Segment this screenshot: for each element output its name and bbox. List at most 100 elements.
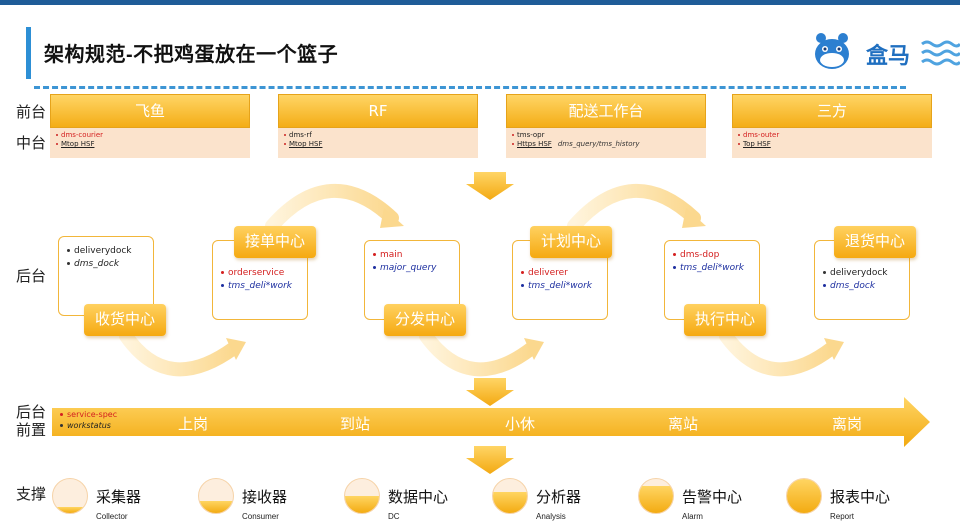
level-fill [199, 501, 233, 513]
level-fill [493, 491, 527, 513]
support-label: 接收器 [242, 489, 288, 506]
center-label: 接单中心 [234, 226, 316, 258]
row-label-front: 前台 [16, 104, 47, 121]
support-label: 告警中心 [682, 489, 743, 506]
service-name: service-spec [67, 410, 118, 419]
center-label: 分发中心 [384, 304, 466, 336]
service-line: major_query [373, 262, 451, 275]
middle-service-line: Https HSF dms_query/tms_history [512, 140, 700, 149]
pre-lane-services: service-spec workstatus [60, 409, 117, 431]
level-circle-icon [786, 478, 822, 514]
middle-service-line: Mtop HSF [284, 140, 472, 149]
support-label-en: DC [388, 512, 400, 521]
support-label: 分析器 [536, 489, 582, 506]
row-label-middle: 中台 [16, 135, 47, 152]
lane-stage: 小休 [505, 415, 536, 433]
middle-service-line: dms-courier [56, 131, 244, 140]
level-fill [345, 496, 379, 513]
front-system-box: 三方 [732, 94, 932, 128]
service-line: tms_deli*work [521, 280, 599, 293]
service-name: major_query [380, 263, 437, 273]
bullet-icon [284, 134, 286, 136]
support-label-en: Alarm [682, 512, 703, 521]
front-system-box: RF [278, 94, 478, 128]
row-label-pre: 后台 前置 [16, 404, 47, 439]
service-line: orderservice [221, 267, 299, 280]
bullet-icon [67, 262, 70, 265]
service-line: deliverydock [67, 245, 145, 258]
bullet-icon [738, 143, 740, 145]
bullet-icon [221, 284, 224, 287]
service-name: Https HSF [517, 140, 552, 148]
down-arrow-icon [466, 172, 514, 200]
service-name: main [380, 250, 403, 260]
service-name: Mtop HSF [289, 140, 323, 148]
support-item: 接收器 Consumer [198, 478, 338, 524]
title-divider [34, 86, 906, 89]
center-label: 收货中心 [84, 304, 166, 336]
front-system-box: 飞鱼 [50, 94, 250, 128]
service-name: tms_deli*work [228, 281, 293, 291]
support-label-en: Consumer [242, 512, 279, 521]
lane-stage: 到站 [340, 415, 371, 433]
service-name: workstatus [67, 421, 111, 430]
down-arrow-icon [466, 378, 514, 406]
bullet-icon [738, 134, 740, 136]
bullet-icon [67, 249, 70, 252]
row-label-support: 支撑 [16, 486, 47, 503]
service-name: tms_deli*work [528, 281, 593, 291]
support-item: 告警中心 Alarm [638, 478, 778, 524]
bullet-icon [823, 271, 826, 274]
center-label: 执行中心 [684, 304, 766, 336]
title-accent-bar [26, 27, 31, 79]
bullet-icon [60, 413, 63, 416]
support-item: 数据中心 DC [344, 478, 484, 524]
level-circle-icon [344, 478, 380, 514]
middle-service-line: Mtop HSF [56, 140, 244, 149]
service-name: Top HSF [743, 140, 771, 148]
center-label: 计划中心 [530, 226, 612, 258]
middle-service-line: dms-rf [284, 131, 472, 140]
level-circle-icon [638, 478, 674, 514]
service-name: dms_dock [830, 281, 876, 291]
support-label-en: Collector [96, 512, 128, 521]
bullet-icon [221, 271, 224, 274]
level-fill [639, 485, 673, 513]
service-line: main [373, 249, 451, 262]
support-item: 分析器 Analysis [492, 478, 632, 524]
bullet-icon [521, 284, 524, 287]
service-name: Mtop HSF [61, 140, 95, 148]
service-line: dms-dop [673, 249, 751, 262]
logo-text: 盒马 [866, 43, 911, 68]
front-system-box: 配送工作台 [506, 94, 706, 128]
service-line: tms_deli*work [221, 280, 299, 293]
bullet-icon [512, 143, 514, 145]
bullet-icon [823, 284, 826, 287]
level-fill [787, 479, 821, 513]
service-name: deliverer [528, 268, 568, 278]
support-label: 数据中心 [388, 489, 449, 506]
service-line: tms_deli*work [673, 262, 751, 275]
service-extra: dms_query/tms_history [557, 140, 640, 148]
level-circle-icon [52, 478, 88, 514]
bullet-icon [60, 424, 63, 427]
bullet-icon [673, 266, 676, 269]
service-line: deliverer [521, 267, 599, 280]
service-name: deliverydock [74, 246, 132, 256]
bullet-icon [56, 143, 58, 145]
service-name: dms-outer [743, 131, 780, 139]
level-circle-icon [198, 478, 234, 514]
lane-stage: 上岗 [178, 415, 209, 433]
service-line: deliverydock [823, 267, 901, 280]
service-name: tms-opr [517, 131, 545, 139]
bullet-icon [373, 253, 376, 256]
service-name: deliverydock [830, 268, 888, 278]
support-label-en: Analysis [536, 512, 566, 521]
service-name: dms-rf [289, 131, 312, 139]
